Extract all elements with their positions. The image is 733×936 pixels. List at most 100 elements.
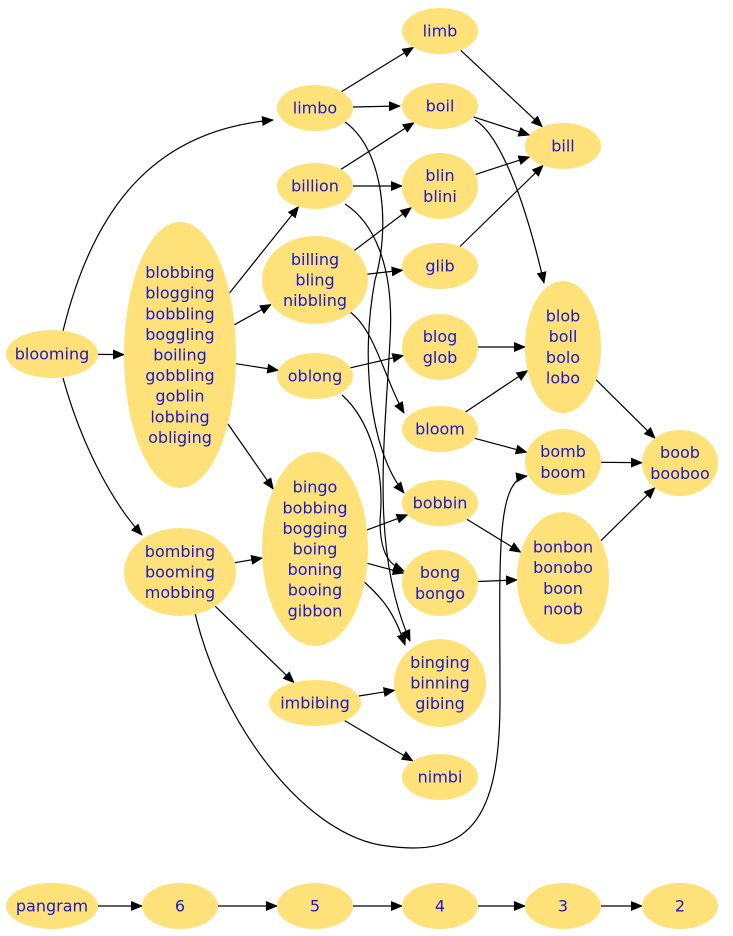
node-glib: glib	[402, 243, 478, 289]
edge-cluster_b-to-oblong	[235, 363, 280, 374]
node-label: bong	[420, 563, 460, 582]
node-bobbin: bobbin	[402, 480, 478, 526]
node-imbibing: imbibing	[269, 680, 361, 726]
node-label: blobbing	[145, 263, 214, 282]
node-label: boll	[549, 327, 578, 346]
edge-billion-to-boil	[340, 122, 415, 170]
edge-path	[358, 687, 396, 697]
edge-path	[367, 562, 405, 576]
node-ellipse	[402, 480, 478, 526]
node-label: blogging	[145, 284, 214, 303]
node-label: billion	[291, 177, 339, 196]
edge-path	[227, 423, 274, 490]
edge-bombing-to-bomb	[194, 472, 528, 849]
node-limbo: limbo	[277, 85, 353, 131]
edge-path	[353, 206, 413, 251]
node-label: boon	[543, 579, 583, 598]
nodes-layer: bloomingblobbingbloggingbobblingboggling…	[6, 8, 718, 929]
node-label: glob	[423, 348, 458, 367]
node-label: mobbing	[145, 583, 215, 602]
edge-path	[465, 370, 529, 413]
edge-blin-to-bill	[475, 155, 531, 175]
node-n4: 4	[402, 883, 478, 929]
edge-path	[460, 49, 544, 128]
node-limb: limb	[402, 8, 478, 54]
node-ellipse	[402, 406, 478, 452]
edge-billion-to-binging	[344, 203, 411, 642]
edge-path	[235, 363, 280, 374]
node-label: lobo	[546, 368, 580, 387]
edge-path	[214, 605, 295, 684]
edge-cluster_b-to-billion	[229, 205, 300, 294]
node-n5: 5	[277, 883, 353, 929]
node-label: billing	[291, 250, 339, 269]
node-label: bogging	[283, 519, 348, 538]
node-cluster_b: blobbingbloggingbobblingbogglingboilingg…	[124, 222, 236, 488]
edge-boil-to-bill	[473, 116, 531, 137]
node-label: nibbling	[283, 291, 347, 310]
node-label: 3	[558, 897, 568, 916]
edge-path	[475, 155, 531, 175]
edges-layer	[62, 46, 656, 911]
node-ellipse	[262, 452, 368, 646]
node-label: bingo	[293, 478, 338, 497]
node-blog: blog glob	[402, 314, 478, 380]
edge-bombing-to-imbibing	[214, 605, 295, 684]
edge-path	[361, 579, 407, 646]
node-label: boggling	[145, 325, 214, 344]
node-label: boiling	[153, 346, 207, 365]
node-label: blini	[423, 187, 457, 206]
edge-blooming-to-bombing	[62, 377, 143, 536]
edge-path	[350, 353, 405, 369]
node-boil: boil	[402, 83, 478, 129]
node-n2: 2	[642, 883, 718, 929]
node-ellipse	[277, 163, 353, 209]
edge-billing-to-glib	[367, 266, 404, 277]
edge-limb-to-bill	[460, 49, 544, 128]
edge-imbibing-to-binging	[358, 687, 396, 697]
node-label: limb	[423, 22, 458, 41]
node-ellipse	[277, 85, 353, 131]
node-label: bobbin	[413, 494, 468, 513]
node-ellipse	[642, 430, 718, 496]
node-label: blob	[546, 307, 581, 326]
node-label: imbibing	[280, 694, 350, 713]
node-ellipse	[262, 236, 368, 324]
edge-path	[477, 575, 518, 586]
node-label: blog	[423, 327, 458, 346]
edge-cluster_b-to-billing	[234, 303, 272, 326]
node-ellipse	[277, 883, 353, 929]
node-label: gibing	[415, 694, 465, 713]
edge-path	[352, 101, 401, 112]
node-ellipse	[517, 512, 609, 644]
edge-bobbin-to-bonbon	[466, 518, 522, 553]
edge-path	[340, 122, 415, 170]
node-label: booing	[288, 581, 342, 600]
edge-limbo-to-boil	[352, 101, 401, 112]
node-label: glib	[425, 257, 454, 276]
edge-path	[466, 518, 522, 553]
node-ellipse	[269, 680, 361, 726]
edge-path	[234, 303, 272, 326]
node-label: gobbling	[145, 366, 214, 385]
edge-billing-to-bloom	[349, 311, 405, 414]
node-label: bolo	[546, 348, 580, 367]
node-label: blin	[425, 166, 454, 185]
edge-path	[367, 266, 404, 277]
edge-limbo-to-limb	[341, 46, 415, 93]
edge-path	[234, 554, 264, 565]
node-label: boning	[288, 560, 343, 579]
node-label: boob	[660, 443, 700, 462]
node-ellipse	[402, 243, 478, 289]
node-label: boil	[426, 97, 455, 116]
edge-path	[341, 394, 405, 572]
node-ellipse	[402, 754, 478, 800]
node-label: blooming	[15, 345, 90, 364]
node-ellipse	[402, 153, 478, 219]
node-label: nimbi	[418, 768, 463, 787]
node-ellipse	[142, 883, 218, 929]
